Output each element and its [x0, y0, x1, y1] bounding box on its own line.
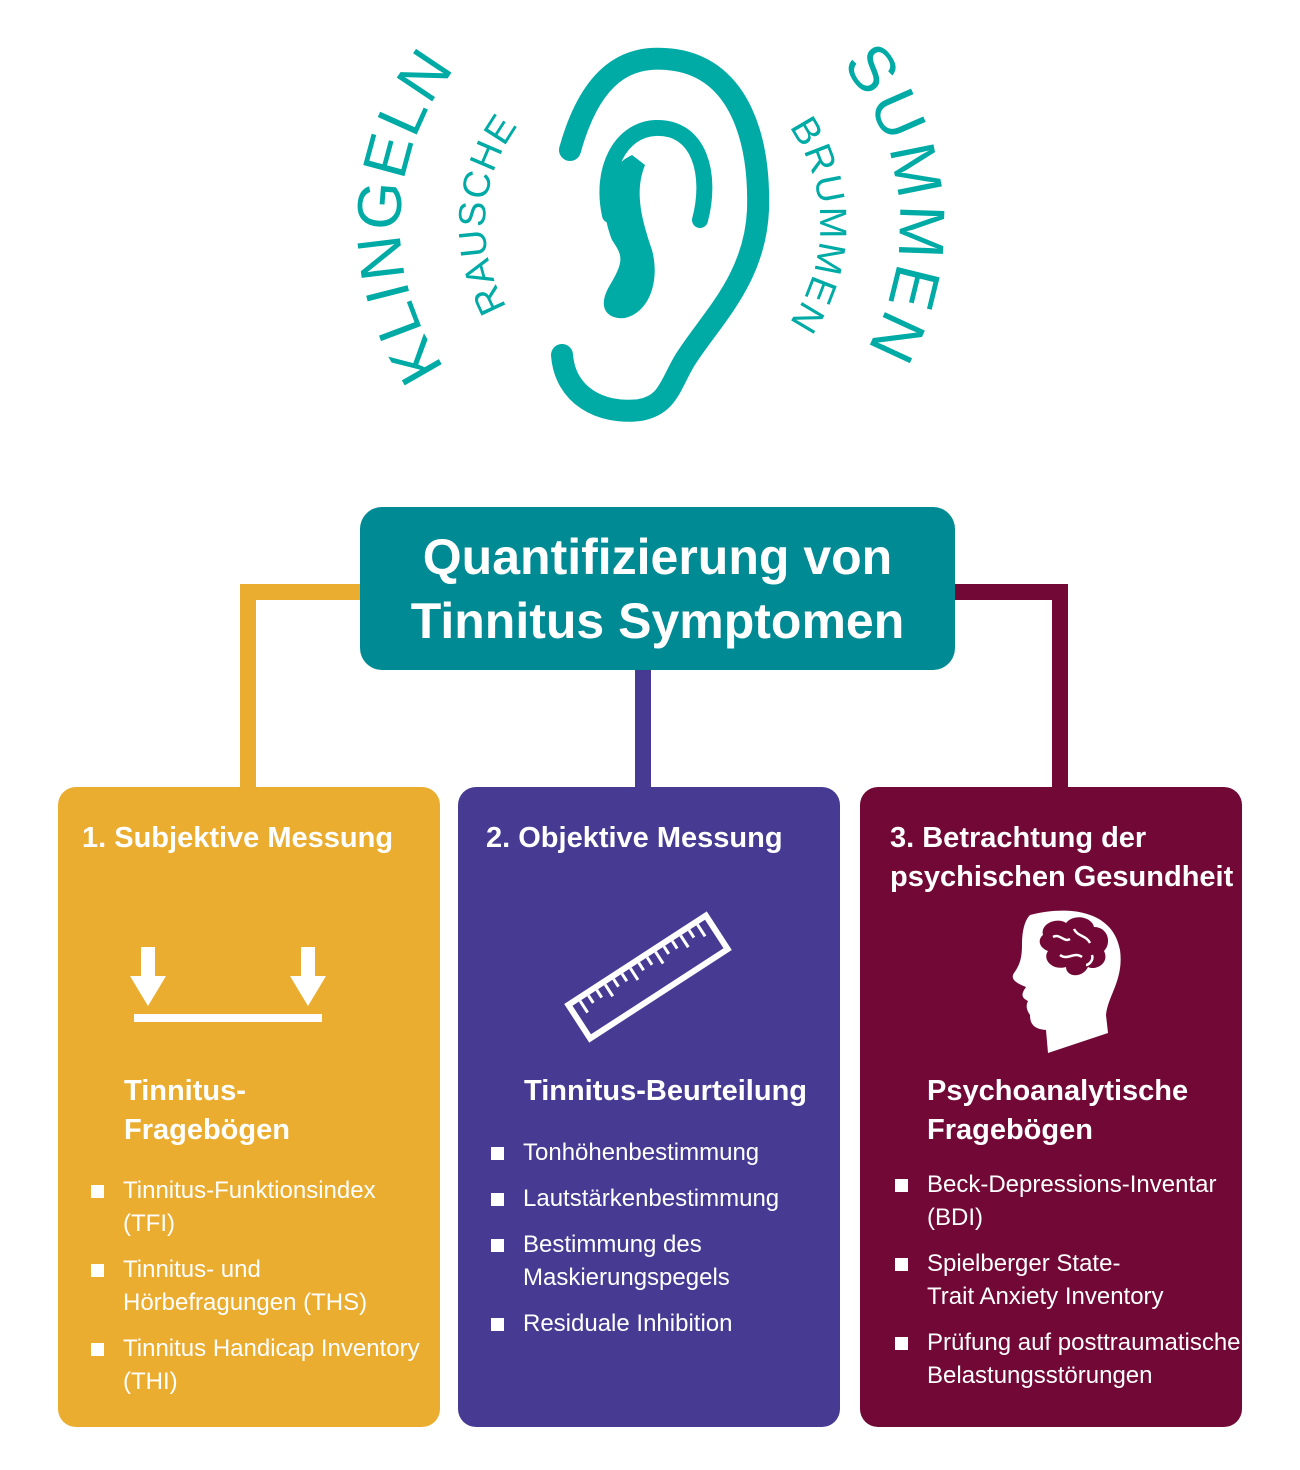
title-line-2: Tinnitus Symptomen	[410, 592, 905, 649]
connector-psychological	[955, 584, 1068, 600]
connector-psychological-vertical	[1052, 584, 1068, 790]
list-item: Tinnitus- und Hörbefragungen (THS)	[91, 1253, 431, 1319]
card-objective: 2. Objektive Messung Tinnitus-Beurteilun…	[458, 787, 840, 1427]
list-item: Tinnitus Handicap Inventory (THI)	[91, 1332, 431, 1398]
list-item: Lautstärkenbestimmung	[491, 1182, 831, 1215]
word-rauschen: RAUSCHEN	[0, 0, 526, 321]
card-heading: 1. Subjektive Messung	[82, 822, 394, 854]
card-list: Tonhöhenbestimmung Lautstärkenbestimmung…	[491, 1136, 831, 1353]
card-heading: 2. Objektive Messung	[486, 822, 783, 854]
card-list: Beck-Depressions-Inventar (BDI) Spielber…	[895, 1168, 1245, 1405]
title-box: Quantifizierung von Tinnitus Symptomen	[360, 507, 955, 670]
connector-subjective	[240, 584, 360, 600]
connector-objective	[635, 668, 651, 790]
ruler-icon	[564, 911, 732, 1043]
ear-illustration: KLINGELN RAUSCHEN SUMMEN BRUMMEN	[0, 0, 958, 422]
list-item: Prüfung auf posttraumatische Belastungss…	[895, 1326, 1245, 1392]
list-item: Beck-Depressions-Inventar (BDI)	[895, 1168, 1217, 1234]
list-item: Tinnitus-Funktionsindex (TFI)	[91, 1174, 431, 1240]
head-brain-icon	[1012, 910, 1121, 1053]
ear-icon	[551, 47, 770, 422]
list-item: Spielberger State-Trait Anxiety Inventor…	[895, 1247, 1167, 1313]
card-subheading: Tinnitus-Beurteilung	[524, 1075, 808, 1107]
list-item: Tonhöhenbestimmung	[491, 1136, 831, 1169]
list-item: Residuale Inhibition	[491, 1307, 831, 1340]
word-klingeln: KLINGELN	[344, 36, 467, 396]
scale-arrows-icon	[130, 947, 326, 1022]
list-item: Bestimmung des Maskierungspegels	[491, 1228, 733, 1294]
word-brummen: BRUMMEN	[781, 110, 853, 342]
word-summen: SUMMEN	[830, 30, 958, 377]
title-line-1: Quantifizierung von	[422, 528, 893, 585]
card-subheading: Tinnitus-Fragebögen	[124, 1075, 290, 1146]
card-list: Tinnitus-Funktionsindex (TFI) Tinnitus- …	[91, 1174, 431, 1411]
connector-subjective-vertical	[240, 584, 256, 790]
card-subjective: 1. Subjektive Messung Tinnitus-Frageböge…	[58, 787, 440, 1427]
